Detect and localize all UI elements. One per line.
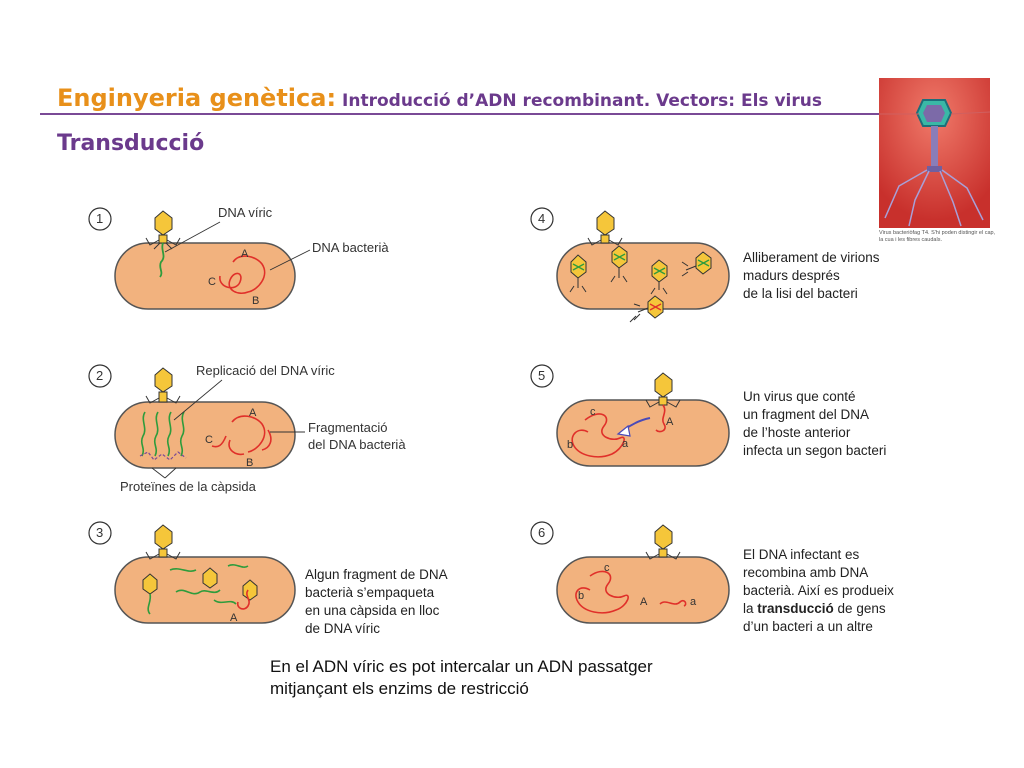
description-line: infecta un segon bacteri — [743, 443, 887, 458]
description-line: de la lisi del bacteri — [743, 286, 858, 301]
panel-6-number: 6 — [538, 525, 546, 540]
panel-5-number: 5 — [538, 368, 546, 383]
page-title: Enginyeria genètica:Introducció d’ADN re… — [57, 84, 822, 112]
description-line: bacterià s’empaqueta — [305, 585, 435, 600]
description-line-transduction: la transducció de gens — [743, 600, 894, 618]
description-line: en una càpsida en lloc — [305, 603, 440, 618]
description-line: de DNA víric — [305, 621, 381, 636]
letter-c: c — [590, 406, 596, 418]
letter-a: A — [241, 248, 249, 260]
description-line: madurs després — [743, 268, 840, 283]
description-line: Algun fragment de DNA — [305, 567, 448, 582]
description-line: Alliberament de virions — [743, 250, 880, 265]
description-line: Un virus que conté — [743, 389, 856, 404]
section-title: Transducció — [57, 131, 205, 156]
letter-b: B — [252, 295, 260, 307]
photo-caption: Virus bacteriòfag T4. S'hi poden disting… — [879, 230, 996, 243]
title-sub: Introducció d’ADN recombinant. Vectors: … — [342, 91, 822, 111]
panel-3-description: Algun fragment de DNA bacterià s’empaque… — [305, 566, 448, 638]
letter-b: b — [578, 590, 585, 602]
panel-6-description: El DNA infectant es recombina amb DNA ba… — [743, 546, 894, 636]
letter-c: C — [208, 276, 216, 288]
letter-a-lower: a — [690, 596, 697, 608]
letter-c: C — [205, 434, 213, 446]
letter-a: A — [249, 407, 257, 419]
panel-4-description: Alliberament de virions madurs després d… — [743, 249, 880, 303]
footer-line: mitjançant els enzims de restricció — [270, 679, 529, 698]
letter-a-upper: A — [666, 416, 674, 428]
footer-note: En el ADN víric es pot intercalar un ADN… — [270, 656, 653, 700]
title-divider — [40, 113, 975, 115]
line-prefix: la — [743, 601, 758, 616]
viral-dna-label: DNA víric — [218, 205, 273, 220]
bacterial-dna-label: DNA bacterià — [312, 240, 389, 255]
panel-3-number: 3 — [96, 525, 104, 540]
line-suffix: de gens — [833, 601, 886, 616]
viral-replication-label: Replicació del DNA víric — [196, 363, 335, 378]
description-line: recombina amb DNA — [743, 565, 869, 580]
fragmentation-label-2: del DNA bacterià — [308, 437, 406, 452]
phage-photo — [879, 78, 990, 228]
description-line: de l’hoste anterior — [743, 425, 851, 440]
description-line: El DNA infectant es — [743, 547, 860, 562]
panel-1-number: 1 — [96, 211, 104, 226]
panel-2-number: 2 — [96, 368, 104, 383]
letter-a-upper: A — [640, 596, 648, 608]
transduction-term: transducció — [757, 601, 834, 616]
letter-c: c — [604, 562, 610, 574]
description-line: bacterià. Així es produeix — [743, 583, 894, 598]
footer-line: En el ADN víric es pot intercalar un ADN… — [270, 657, 653, 676]
letter-a-lower: a — [622, 438, 629, 450]
description-line: un fragment del DNA — [743, 407, 870, 422]
letter-b: B — [246, 457, 254, 469]
panel-4-number: 4 — [538, 211, 546, 226]
description-line: d’un bacteri a un altre — [743, 619, 873, 634]
title-main: Enginyeria genètica: — [57, 84, 337, 112]
letter-a: A — [230, 612, 238, 624]
capsid-proteins-label: Proteïnes de la càpsida — [120, 479, 256, 494]
letter-b: b — [567, 439, 574, 451]
panel-5-description: Un virus que conté un fragment del DNA d… — [743, 388, 886, 460]
fragmentation-label: Fragmentació — [308, 420, 388, 435]
